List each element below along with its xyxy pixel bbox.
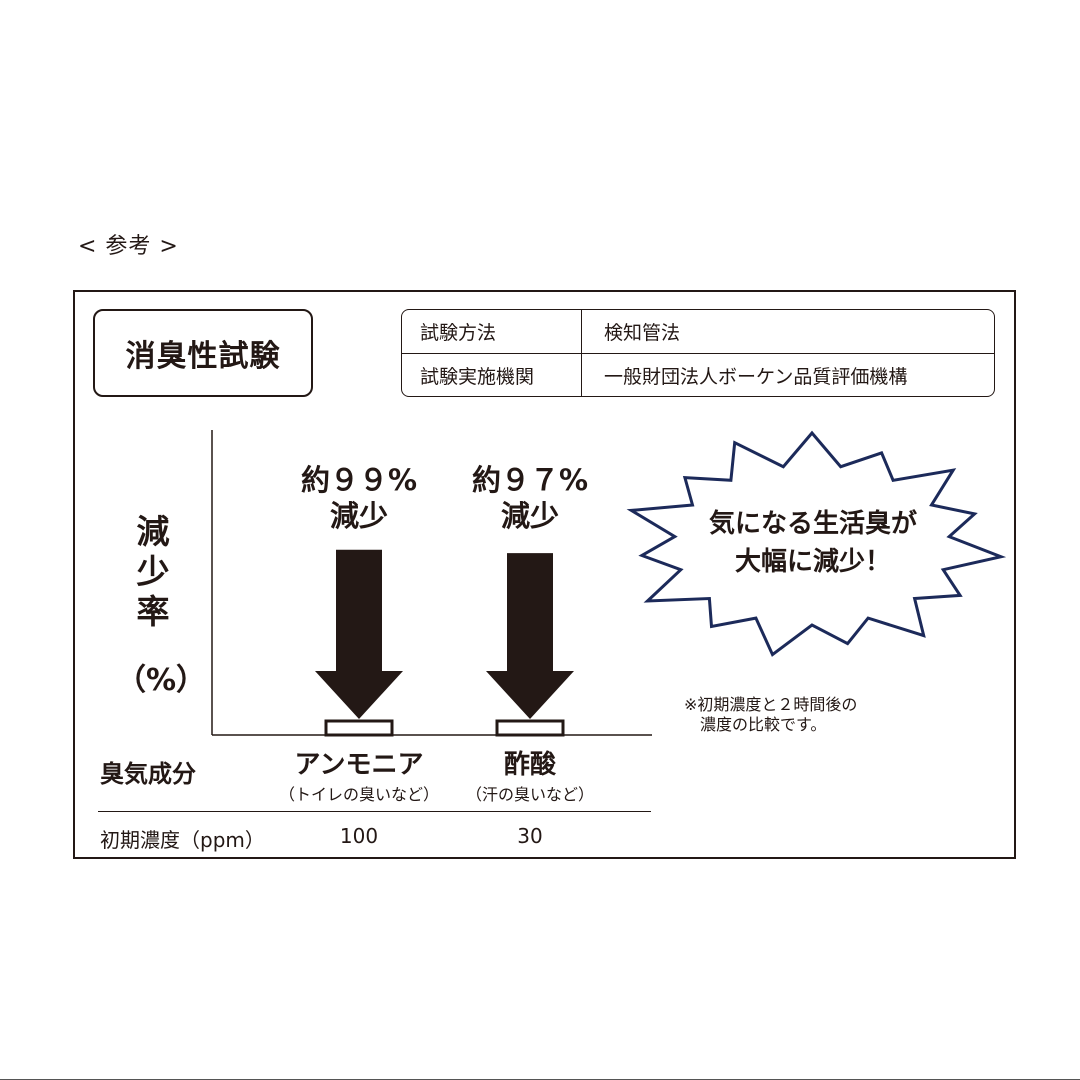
burst-text-line2: 大幅に減少！ (734, 547, 891, 577)
concentration-acetic-acid: 30 (517, 824, 543, 848)
initial-concentration-label: 初期濃度（ppm） (100, 828, 265, 852)
reference-label: < 参考 > (78, 234, 179, 259)
info-value-institution: 一般財団法人ボーケン品質評価機構 (604, 366, 908, 388)
info-key-method: 試験方法 (402, 310, 582, 353)
burst-callout-shape (626, 430, 1007, 657)
burst-text-line1: 気になる生活臭が (708, 509, 917, 539)
y-axis-unit: （%） (116, 663, 207, 698)
chart-frame (73, 290, 1016, 859)
category-sub-ammonia: （トイレの臭いなど） (278, 785, 439, 804)
category-sub-acetic-acid: （汗の臭いなど） (465, 785, 594, 804)
footnote: ※初期濃度と２時間後の 濃度の比較です。 (684, 695, 858, 734)
remaining-level-bar (495, 719, 565, 737)
odor-component-label: 臭気成分 (100, 760, 196, 788)
burst-callout-text: 気になる生活臭が 大幅に減少！ (688, 505, 938, 581)
info-key-institution: 試験実施機関 (402, 354, 582, 396)
y-axis-label-char: 少 (136, 552, 170, 591)
y-axis-label: 減少率 (118, 512, 188, 632)
chart-title: 消臭性試験 (93, 309, 313, 397)
reduction-arrow (486, 553, 574, 719)
reduction-bar: 約９９%減少 (301, 463, 417, 737)
concentration-ammonia: 100 (339, 824, 379, 848)
reduction-bar: 約９７%減少 (472, 463, 588, 737)
y-axis-label-char: 減 (136, 512, 170, 551)
reduction-data-label: 約９７% (472, 463, 588, 497)
info-row-method: 試験方法 検知管法 (402, 310, 994, 354)
category-name-ammonia: アンモニア (294, 750, 424, 780)
y-axis-label-char: 率 (136, 592, 170, 631)
reduction-data-label: 減少 (501, 499, 559, 533)
table-separator (98, 811, 651, 812)
info-row-institution: 試験実施機関 一般財団法人ボーケン品質評価機構 (402, 354, 994, 396)
info-value-method: 検知管法 (604, 322, 681, 344)
reduction-data-label: 約９９% (301, 463, 417, 497)
reduction-data-label: 減少 (330, 499, 388, 533)
remaining-level-bar (324, 719, 394, 737)
test-info-table: 試験方法 検知管法 試験実施機関 一般財団法人ボーケン品質評価機構 (401, 309, 995, 397)
category-name-acetic-acid: 酢酸 (503, 750, 556, 780)
reduction-arrow (315, 549, 403, 719)
